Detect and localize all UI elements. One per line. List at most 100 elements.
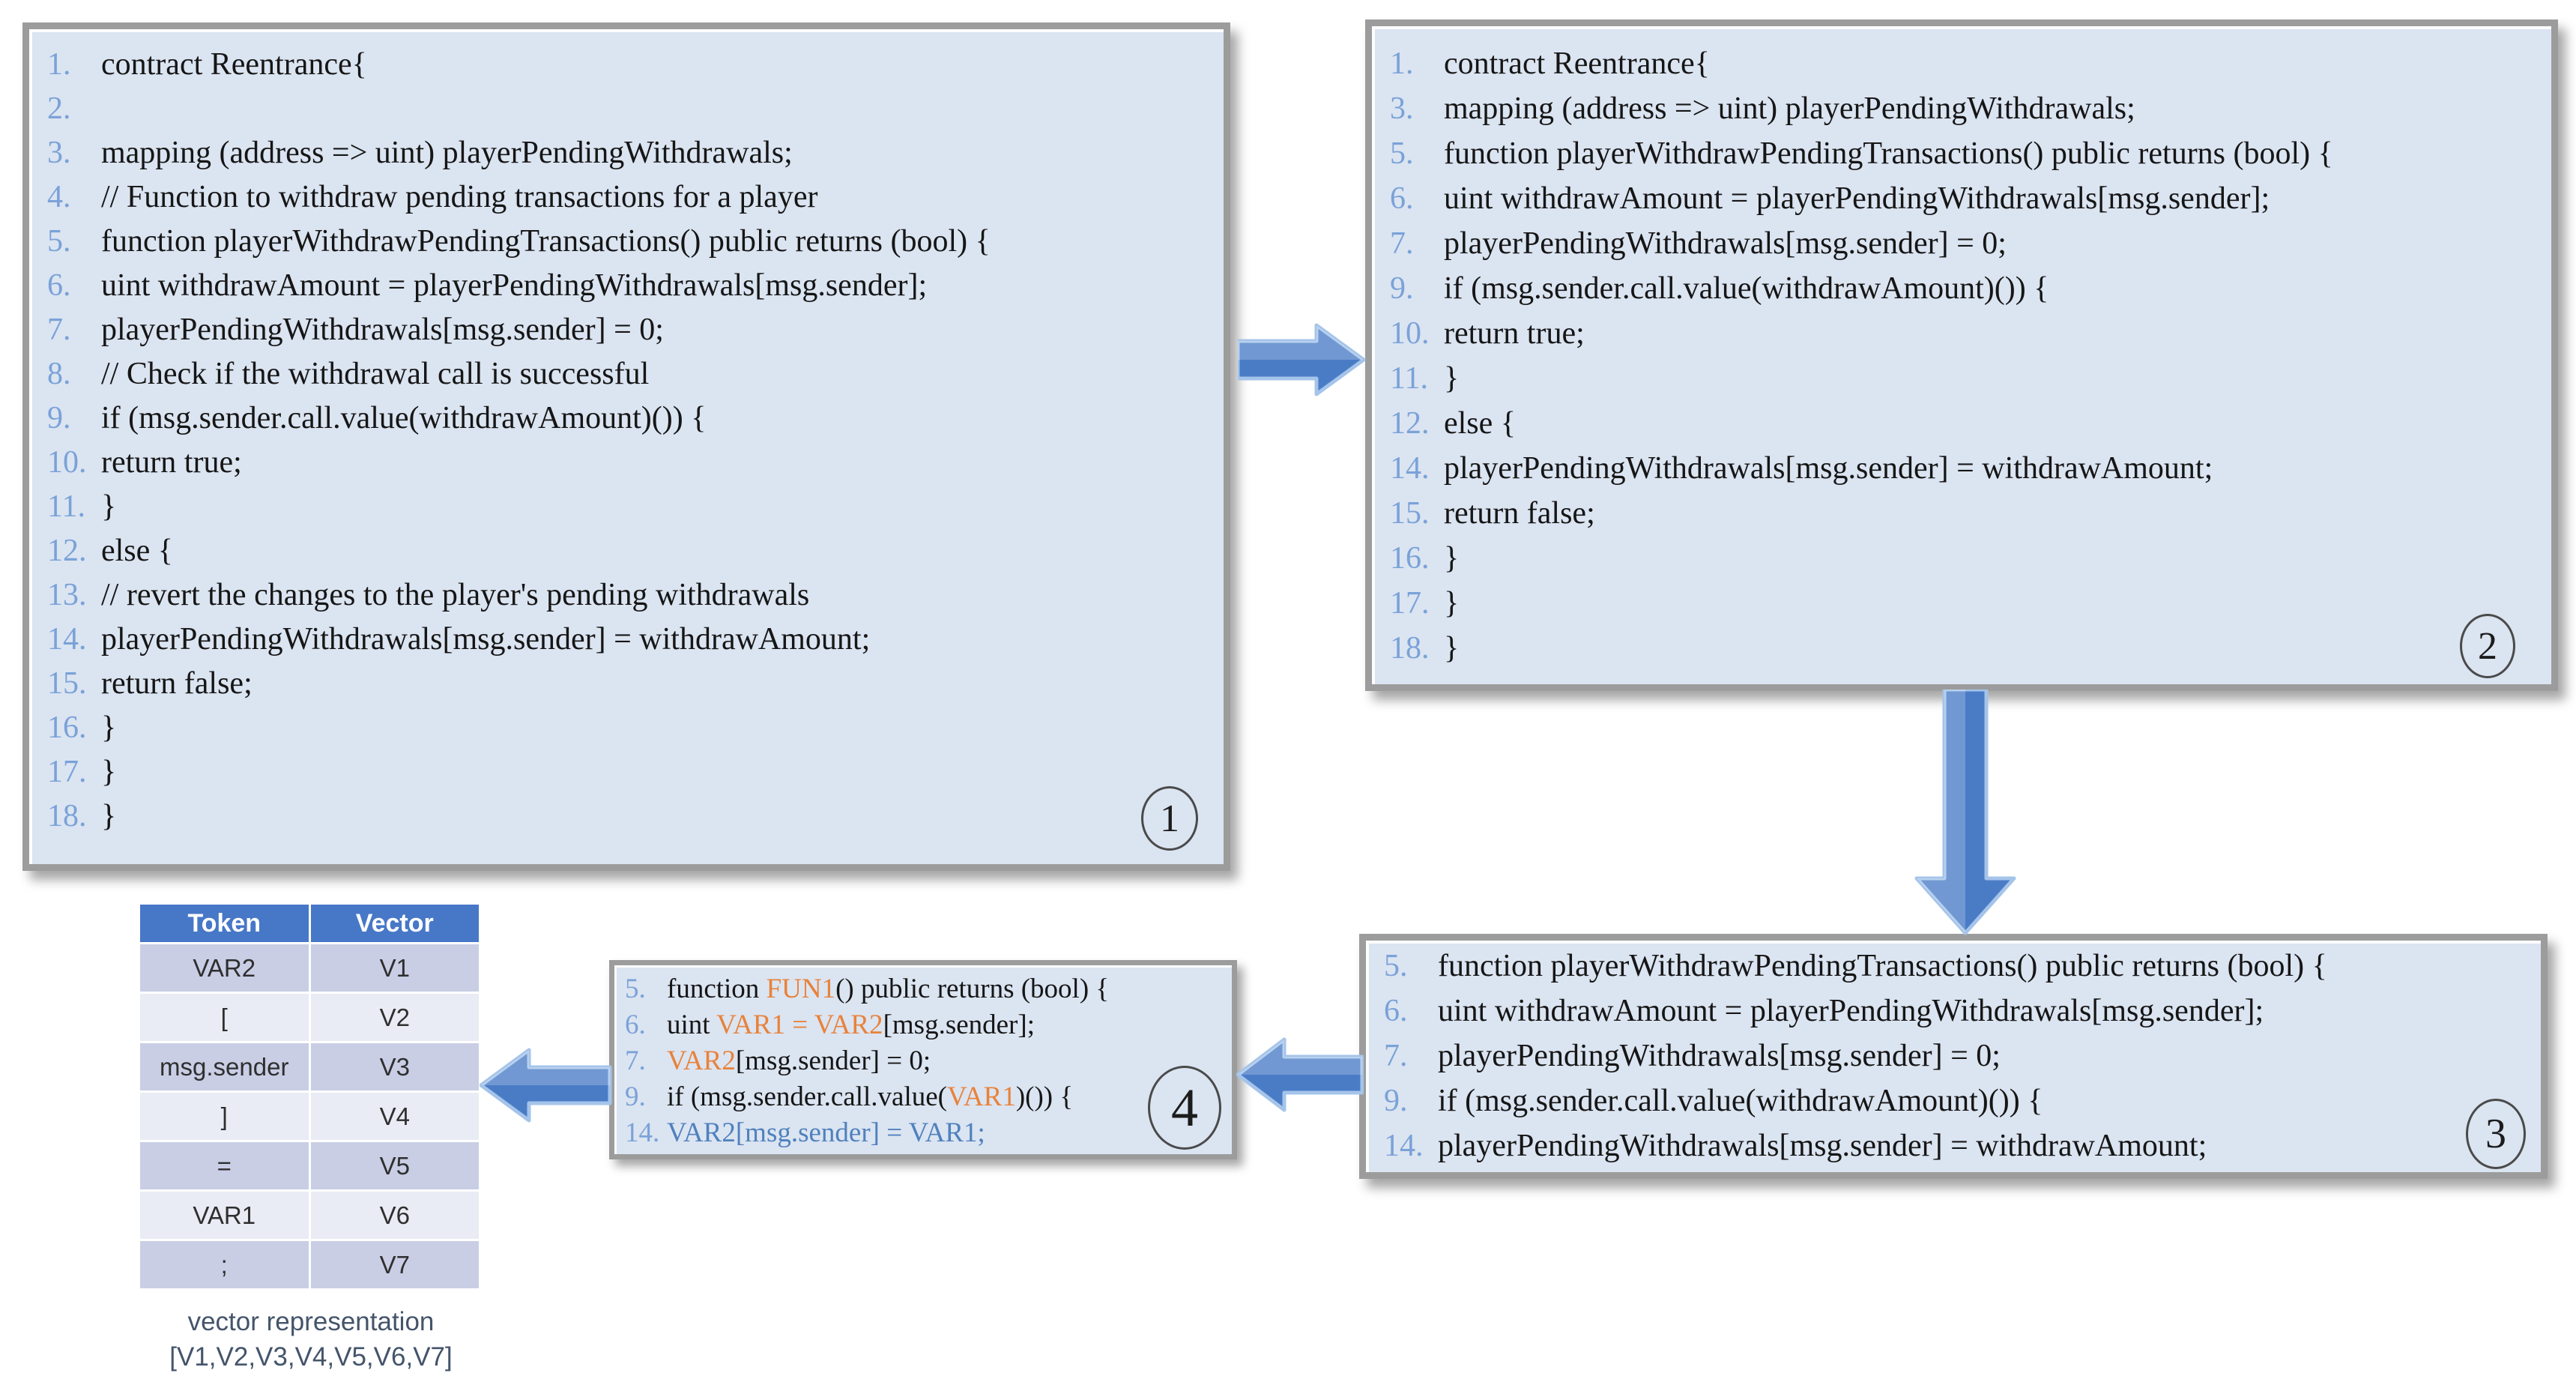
- line-number: 3.: [47, 136, 71, 170]
- line-number: 5.: [1384, 949, 1408, 983]
- code-line: 9.if (msg.sender.call.value(withdrawAmou…: [1384, 1078, 2523, 1123]
- line-number: 8.: [47, 357, 71, 391]
- table-cell: VAR2: [140, 944, 309, 992]
- table-cell: V6: [310, 1192, 479, 1239]
- code-lines: 1. contract Reentrance{ 3. mapping (address…: [1372, 26, 2551, 686]
- line-number: 1.: [47, 47, 71, 82]
- code-line: 12.else {: [1390, 401, 2533, 446]
- code-line: 9. if (msg.sender.call.value(withdrawAmou…: [1390, 266, 2533, 311]
- table-cell: V7: [310, 1241, 479, 1288]
- code-line: 6.uint withdrawAmount = playerPendingWit…: [1390, 176, 2533, 221]
- code-line: 5.function playerWithdrawPendingTransact…: [1384, 944, 2523, 989]
- line-number: 16.: [1390, 541, 1430, 576]
- table-row: ]V4: [140, 1093, 479, 1140]
- line-number: 14.: [1384, 1129, 1424, 1163]
- code-text: uint withdrawAmount = playerPendingWithd…: [1444, 181, 2270, 216]
- code-text: VAR2[msg.sender] = VAR1;: [667, 1117, 985, 1148]
- code-lines: 1. contract Reentrance{ 2. 3. mapping (addre…: [29, 29, 1224, 852]
- line-number: 2.: [47, 91, 71, 126]
- code-line: 3. mapping (address => uint) playerPendin…: [1390, 86, 2533, 131]
- line-number: 13.: [47, 578, 87, 612]
- arrow-left-icon: [1236, 1037, 1364, 1112]
- code-line: 7. playerPendingWithdrawals[msg.sender] =…: [47, 308, 1206, 352]
- code-text: playerPendingWithdrawals[msg.sender] = 0…: [101, 313, 664, 347]
- table-cell: msg.sender: [140, 1043, 309, 1090]
- line-number: 10.: [1390, 316, 1430, 351]
- table-cell: V3: [310, 1043, 479, 1090]
- code-lines: 5.function playerWithdrawPendingTransact…: [1366, 941, 2541, 1171]
- code-line: 13.// revert the changes to the player's…: [47, 573, 1206, 618]
- arrow-right-icon: [1238, 323, 1366, 396]
- line-number: 18.: [47, 799, 87, 833]
- code-line: 10.return true;: [47, 441, 1206, 485]
- code-text: contract Reentrance{: [101, 47, 367, 82]
- code-text: mapping (address => uint) playerPendingW…: [101, 136, 793, 170]
- code-text: else {: [101, 534, 173, 568]
- panel-badge: 4: [1148, 1066, 1221, 1150]
- code-line: 5.function FUN1() public returns (bool) …: [625, 971, 1221, 1007]
- code-text: uint VAR1 = VAR2[msg.sender];: [667, 1010, 1035, 1040]
- code-text: mapping (address => uint) playerPendingW…: [1444, 91, 2135, 126]
- line-number: 17.: [1390, 586, 1430, 621]
- code-line: 14.VAR2[msg.sender] = VAR1;: [625, 1115, 1221, 1151]
- code-line: 11.}: [1390, 356, 2533, 401]
- code-text: if (msg.sender.call.value(withdrawAmount…: [1444, 271, 2049, 306]
- line-number: 7.: [47, 313, 71, 347]
- code-lines: 5.function FUN1() public returns (bool) …: [614, 965, 1232, 1157]
- code-text: playerPendingWithdrawals[msg.sender] = 0…: [1438, 1039, 2001, 1073]
- line-number: 11.: [1390, 361, 1428, 396]
- line-number: 3.: [1390, 91, 1414, 126]
- code-line: 5.function playerWithdrawPendingTransact…: [1390, 131, 2533, 176]
- table-cell: V2: [310, 994, 479, 1041]
- code-panel-original-source: 1. contract Reentrance{ 2. 3. mapping (addre…: [22, 22, 1230, 871]
- code-text: }: [101, 489, 117, 524]
- code-text: if (msg.sender.call.value(withdrawAmount…: [101, 401, 707, 435]
- code-line: 17.}: [1390, 581, 2533, 626]
- code-line: 7.playerPendingWithdrawals[msg.sender] =…: [1390, 221, 2533, 266]
- code-text: else {: [1444, 406, 1516, 441]
- line-number: 1.: [1390, 46, 1414, 81]
- vector-representation-caption: vector representation [V1,V2,V3,V4,V5,V6…: [97, 1304, 524, 1375]
- table-cell: VAR1: [140, 1192, 309, 1239]
- code-text: contract Reentrance{: [1444, 46, 1710, 81]
- code-line: 14.playerPendingWithdrawals[msg.sender] …: [1384, 1123, 2523, 1168]
- code-text: }: [101, 755, 117, 789]
- code-line: 18.}: [1390, 626, 2533, 671]
- line-number: 10.: [47, 445, 87, 480]
- line-number: 14.: [47, 622, 87, 657]
- table-cell: =: [140, 1142, 309, 1189]
- panel-badge: 2: [2460, 614, 2515, 678]
- code-line: 14.playerPendingWithdrawals[msg.sender] …: [47, 618, 1206, 662]
- line-number: 9.: [1390, 271, 1414, 306]
- line-number: 11.: [47, 489, 85, 524]
- code-line: 10. return true;: [1390, 311, 2533, 356]
- code-line: 14.playerPendingWithdrawals[msg.sender] …: [1390, 446, 2533, 491]
- code-panel-comments-removed: 1. contract Reentrance{ 3. mapping (address…: [1365, 19, 2558, 691]
- code-text: return true;: [1444, 316, 1585, 351]
- code-line: 1. contract Reentrance{: [1390, 41, 2533, 86]
- code-text: }: [1444, 541, 1460, 576]
- code-line: 5.function playerWithdrawPendingTransact…: [47, 220, 1206, 264]
- panel-badge: 1: [1141, 786, 1198, 851]
- code-text: // Function to withdraw pending transact…: [101, 180, 818, 214]
- code-line: 15.return false;: [47, 662, 1206, 706]
- code-line: 6.uint withdrawAmount = playerPendingWit…: [1384, 989, 2523, 1034]
- table-cell: ;: [140, 1241, 309, 1288]
- line-number: 4.: [47, 180, 71, 214]
- table-cell: V4: [310, 1093, 479, 1140]
- caption-line: vector representation: [187, 1307, 435, 1336]
- line-number: 12.: [47, 534, 87, 568]
- code-line: 3. mapping (address => uint) playerPendin…: [47, 131, 1206, 175]
- code-line: 18.}: [47, 794, 1206, 839]
- table-cell: V1: [310, 944, 479, 992]
- code-text: function playerWithdrawPendingTransactio…: [101, 224, 991, 259]
- code-text: return false;: [1444, 496, 1595, 531]
- code-line: 15. return false;: [1390, 491, 2533, 536]
- line-number: 15.: [1390, 496, 1430, 531]
- line-number: 6.: [1384, 994, 1408, 1028]
- table-cell: [: [140, 994, 309, 1041]
